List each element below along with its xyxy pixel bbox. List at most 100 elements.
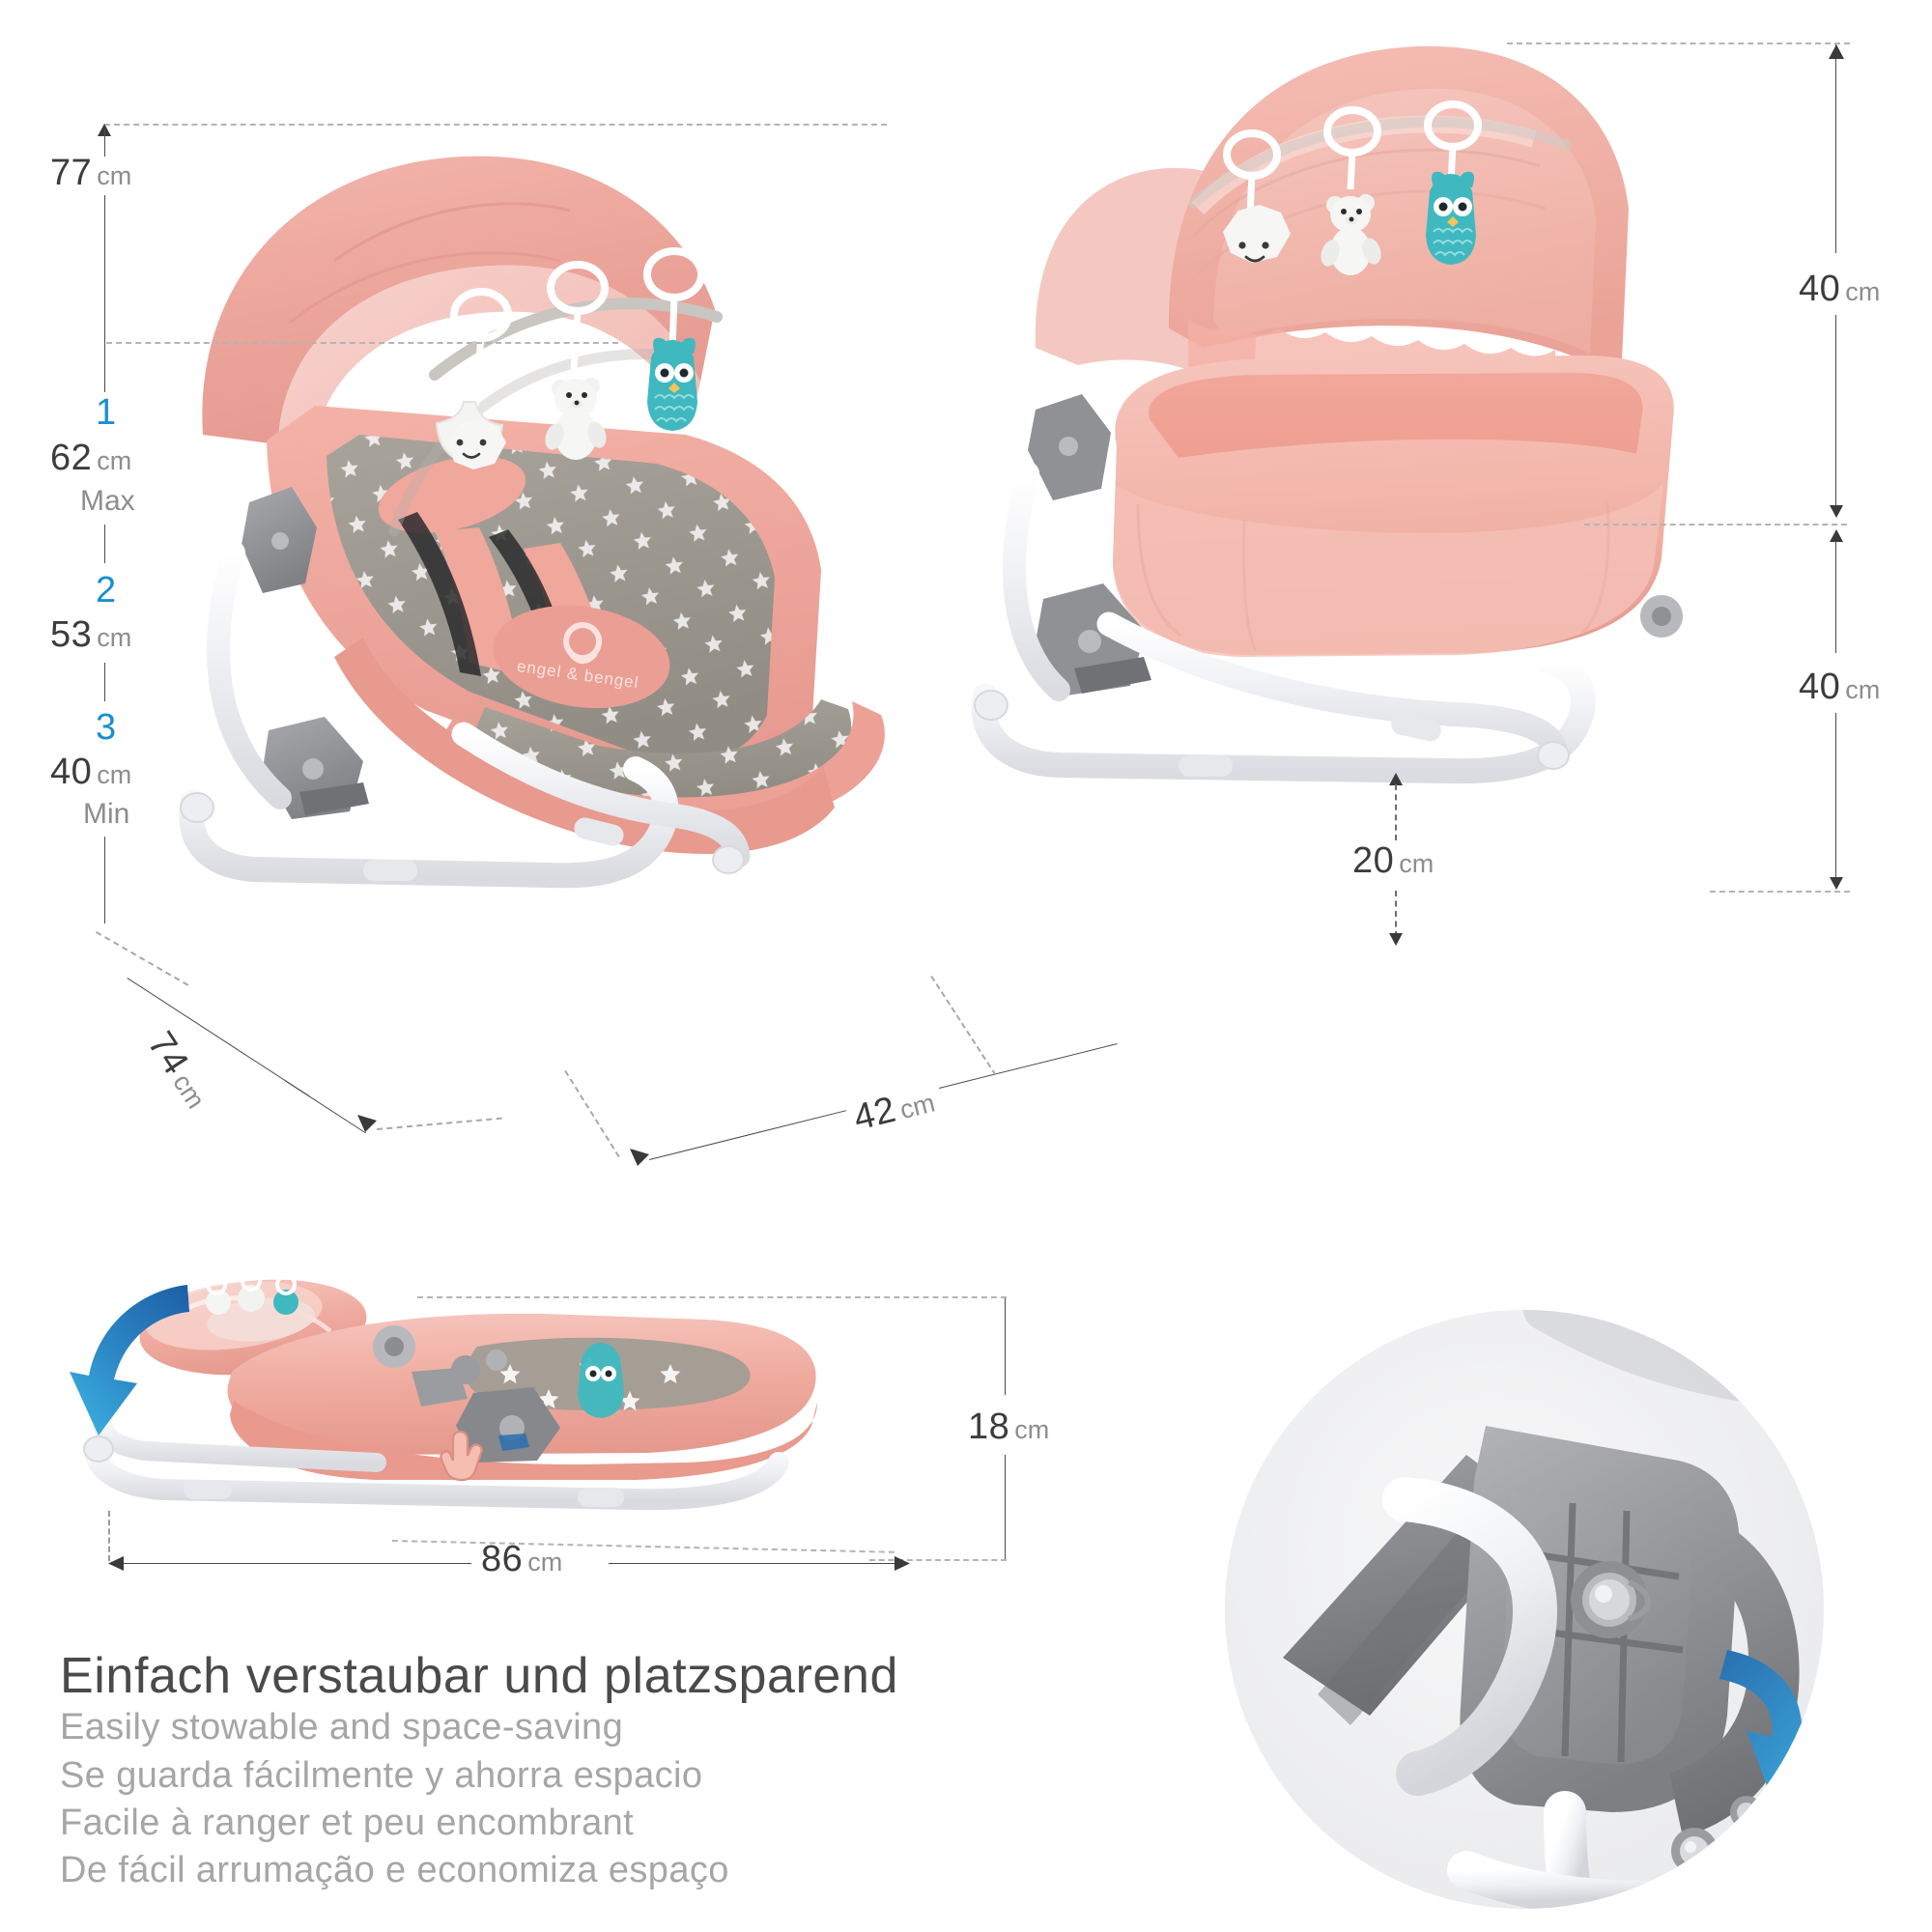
flat-toy-bear [1321,106,1381,275]
folded-mode-illustration [83,1256,918,1546]
detail-frame-tube [1382,1477,1557,1796]
hinge-detail-inset [1225,1310,1824,1909]
folded-length-arrow-right [895,1556,910,1571]
step-badge-1: 1 [96,392,117,433]
dim-folded-86-unit: cm [527,1548,563,1577]
frame-foot-right [712,845,745,874]
clearance-arrow-up [1389,773,1403,785]
folded-left-guide [108,1511,110,1561]
label-max: Max [80,485,135,517]
dim-width-42-value: 42 [849,1089,900,1139]
label-min: Min [83,798,130,830]
bassinet-mattress [1149,373,1643,458]
height-column-line-4 [104,837,105,923]
folded-toy-owl [273,1290,298,1315]
dim-flat-40-upper-unit: cm [1845,277,1881,306]
flat-upper-line-b [1835,315,1836,513]
dim-folded-18-value: 18 [968,1406,1010,1447]
toy-owl [643,247,705,431]
depth-arrowhead [357,1115,377,1132]
folded-toy-star [206,1290,231,1315]
dim-folded-18-unit: cm [1014,1415,1050,1444]
clearance-line-a [1395,784,1397,840]
position-1-guide [106,342,618,344]
width-line-2 [939,1043,1118,1089]
caption-headline: Einfach verstaubar und platzsparend [60,1648,898,1704]
flat-hinge-left [1028,394,1111,500]
folded-mode-svg [83,1270,817,1511]
dim-height-77-value: 77 [50,153,93,193]
hinge-detail-svg [1225,1310,1824,1909]
depth-guide-top [96,931,189,986]
flat-mid-guide [1584,524,1847,526]
dim-height-40-unit: cm [97,760,132,789]
flat-frame-base-right [1096,611,1568,764]
step-badge-2: 2 [96,570,117,611]
folded-length-line-right [609,1563,908,1564]
flat-toy-owl [1424,100,1482,265]
canopy-outer [202,156,715,444]
folded-hinge [412,1350,560,1463]
height-77-guide [104,124,887,126]
width-arrowhead-left [630,1149,649,1166]
dim-depth-74: 74cm [139,1025,216,1114]
dim-width-42-unit: cm [896,1088,938,1125]
flat-lower-line-a [1835,541,1836,653]
dim-depth-74-unit: cm [167,1068,212,1114]
folded-owl-visible [578,1343,624,1418]
toy-star [435,288,512,469]
dim-height-62-unit: cm [97,446,132,475]
dim-height-77-unit: cm [97,161,132,190]
dim-flat-40-lower-value: 40 [1799,667,1841,707]
folded-blue-clip [498,1434,529,1451]
clearance-arrow-down [1389,933,1403,946]
dim-height-62-value: 62 [50,438,93,478]
frame-upright-left [207,541,292,810]
height-column-line-1 [104,195,105,350]
dim-folded-86-value: 86 [481,1539,524,1579]
dim-clearance-20-unit: cm [1399,849,1435,878]
seat-mode-illustration: engel & bengel [145,116,947,889]
hand-press-icon [440,1430,483,1482]
folded-height-line-a [1005,1298,1006,1395]
dim-height-53-value: 53 [50,614,93,655]
dim-width-42: 42cm [849,1082,938,1139]
frame-joint-right [574,817,624,846]
dim-flat-40-upper-value: 40 [1799,269,1841,309]
dim-clearance-20-value: 20 [1352,840,1395,881]
fold-arrow-icon [70,1285,189,1435]
folded-top-guide [417,1296,1007,1298]
flat-mode-illustration [971,29,1777,956]
flat-upper-arrow-up [1829,44,1844,59]
hinge-bracket-left [242,487,317,593]
height-column-line-2 [104,525,105,563]
folded-length-arrow-left [108,1556,124,1571]
caption-line-fr: Facile à ranger et peu encombrant [60,1803,635,1844]
flat-frame-left-upright [1003,462,1070,701]
folded-toy-bear [238,1285,265,1312]
frame-joint-front [363,860,417,881]
caption-line-pt: De fácil arrumação e economiza espaço [60,1850,729,1891]
dim-height-40-value: 40 [50,752,93,792]
folded-bottom-guide [869,1559,1007,1561]
toy-bar [388,349,692,537]
folded-length-line-left [114,1563,471,1564]
toy-bear [545,261,609,460]
caption-block: Einfach verstaubar und platzsparend Easi… [60,1648,898,1895]
flat-hinge-bottom [1036,583,1151,696]
height-column-line-1b [104,344,105,392]
flat-lower-arrow-up [1830,529,1843,542]
flat-top-guide [1507,43,1850,44]
depth-guide-bottom [377,1117,502,1130]
flat-lower-arrow-down [1830,877,1843,890]
flat-lower-line-b [1835,713,1836,885]
frame-base-right [451,722,751,868]
